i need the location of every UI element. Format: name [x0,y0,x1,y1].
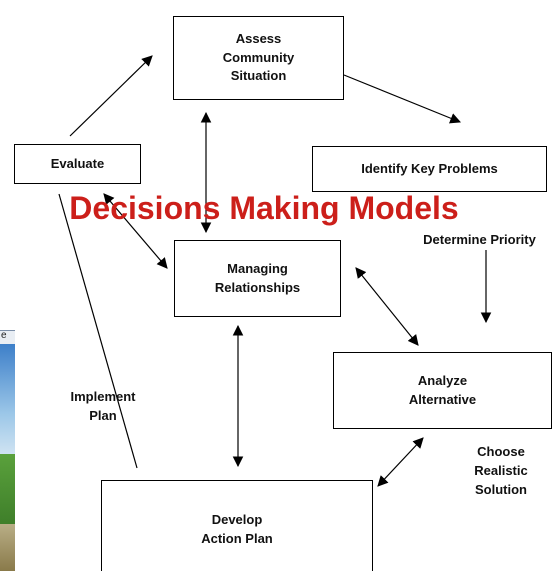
arrow-analyze-develop-bidir [377,437,424,487]
diagram-title: Decisions Making Models [69,190,459,226]
label-determine-priority: Determine Priority [423,232,536,247]
photo-corner-text: e [1,330,7,341]
arrow-evaluate-managing-bidir [103,193,168,269]
photo-sky [0,344,15,414]
photo-haze [0,414,15,454]
line-develop-to-evaluate [58,193,138,469]
node-evaluate: Evaluate [14,144,141,184]
photo-grass [0,454,15,524]
label-implement-plan: Implement Plan [70,389,136,423]
photo-frame-top [0,330,15,345]
label-choose-realistic-solution: Choose Realistic Solution [474,444,528,497]
node-managing-relationships: Managing Relationships [174,240,341,317]
node-identify-key-problems: Identify Key Problems [312,146,547,192]
arrow-evaluate-to-assess [69,55,153,137]
photo-ground [0,524,15,571]
arrow-assess-to-identify [343,74,462,124]
node-assess-community-situation: Assess Community Situation [173,16,344,100]
side-photo: e [0,330,15,571]
arrow-managing-analyze-bidir [355,267,419,346]
node-develop-action-plan: Develop Action Plan [101,480,373,571]
node-analyze-alternative: Analyze Alternative [333,352,552,429]
